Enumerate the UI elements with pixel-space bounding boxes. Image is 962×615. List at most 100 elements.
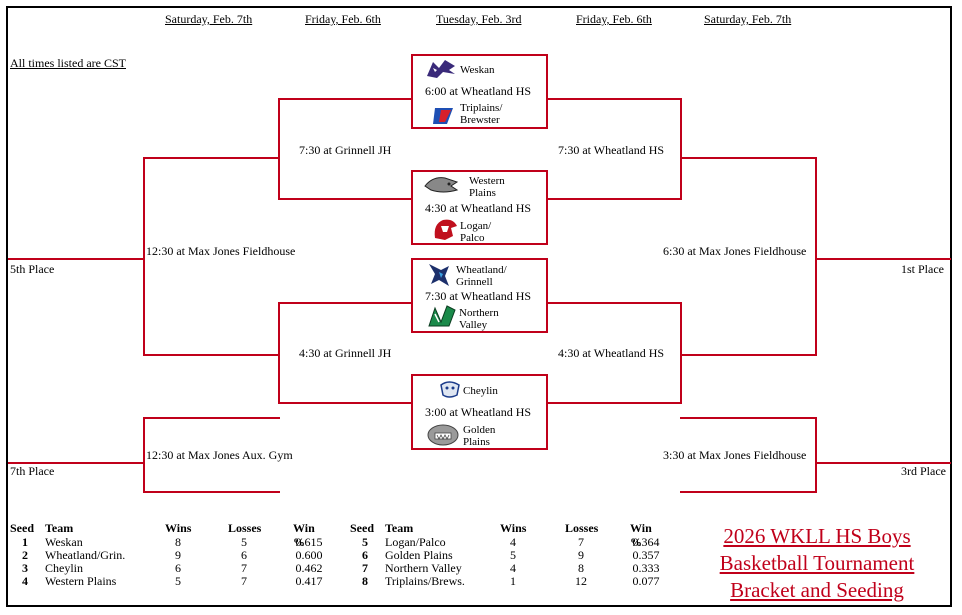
team-northern-line2: Valley [459, 319, 488, 331]
game-time-1: 6:00 at Wheatland HS [425, 84, 532, 98]
line [680, 491, 817, 493]
line [278, 302, 280, 404]
line [546, 302, 682, 304]
seed-row-pct: 0.357 [632, 548, 660, 562]
bobcat-logo-icon [424, 177, 459, 193]
seed-row-wins: 5 [510, 548, 516, 562]
line [680, 417, 817, 419]
semi-left-top-label: 7:30 at Grinnell JH [299, 143, 392, 157]
wins-header: Wins [165, 521, 192, 535]
eagle-logo-icon [429, 264, 449, 286]
line [278, 198, 412, 200]
seed-row-wins: 9 [175, 548, 181, 562]
game-box-1: Weskan 6:00 at Wheatland HS Triplains/ B… [411, 54, 548, 129]
seed-row-seed: 8 [362, 574, 368, 588]
seed-row-team: Logan/Palco [385, 535, 446, 549]
game-time-4: 3:00 at Wheatland HS [425, 405, 532, 419]
line [143, 354, 280, 356]
line [815, 462, 951, 464]
line [680, 354, 817, 356]
first-place-label: 1st Place [901, 262, 944, 276]
tournament-title: 2026 WKLL HS Boys Basketball Tournament … [697, 523, 937, 604]
seed-row-seed: 6 [362, 548, 368, 562]
seventh-place-game-label: 12:30 at Max Jones Aux. Gym [146, 448, 293, 462]
northern-valley-logo-icon [428, 305, 456, 327]
seed-row-pct: 0.077 [632, 574, 660, 588]
seed-row-team: Western Plains [45, 574, 117, 588]
seed-row-team: Northern Valley [385, 561, 462, 575]
seed-row-seed: 7 [362, 561, 368, 575]
winpct-header: Win % [630, 521, 652, 549]
losses-header: Losses [228, 521, 262, 535]
seed-row-team: Cheylin [45, 561, 83, 575]
header-tuesday: Tuesday, Feb. 3rd [436, 12, 522, 26]
seed-header: Seed [350, 521, 374, 535]
team-weskan: Weskan [460, 64, 495, 76]
seed-row-wins: 8 [175, 535, 181, 549]
line [815, 258, 951, 260]
seed-row-seed: 3 [22, 561, 28, 575]
seed-row-losses: 12 [575, 574, 587, 588]
seed-row-wins: 1 [510, 574, 516, 588]
cheylin-logo-icon [440, 381, 460, 398]
team-logan-line2: Palco [460, 232, 485, 244]
team-cheylin: Cheylin [463, 385, 498, 397]
seed-row-losses: 6 [241, 548, 247, 562]
seed-row-seed: 5 [362, 535, 368, 549]
header-friday-left: Friday, Feb. 6th [305, 12, 381, 26]
fifth-place-label: 5th Place [10, 262, 55, 276]
team-triplains-line2: Brewster [460, 114, 500, 126]
seed-row-seed: 4 [22, 574, 28, 588]
seed-row-seed: 1 [22, 535, 28, 549]
line [680, 302, 682, 404]
line [680, 157, 817, 159]
fifth-place-game-label: 12:30 at Max Jones Fieldhouse [146, 244, 296, 258]
team-western-line2: Plains [469, 187, 496, 199]
trojan-logo-icon [434, 219, 457, 240]
team-header: Team [385, 521, 414, 535]
semi-left-bottom-label: 4:30 at Grinnell JH [299, 346, 392, 360]
seed-row-wins: 4 [510, 535, 516, 549]
line [143, 157, 145, 356]
winpct-header: Win % [293, 521, 315, 549]
line [546, 198, 682, 200]
line [143, 417, 145, 493]
team-wheatland-line1: Wheatland/ [456, 264, 507, 276]
seed-row-team: Weskan [45, 535, 83, 549]
seed-row-pct: 0.462 [295, 561, 323, 575]
seed-row-wins: 4 [510, 561, 516, 575]
semi-right-bottom-label: 4:30 at Wheatland HS [558, 346, 665, 360]
game-box-4: Cheylin 3:00 at Wheatland HS Golden Plai… [411, 374, 548, 450]
seed-row-team: Wheatland/Grin. [45, 548, 126, 562]
line [680, 98, 682, 200]
game-time-3: 7:30 at Wheatland HS [425, 289, 532, 303]
team-golden-line1: Golden [463, 424, 496, 436]
bulldog-logo-icon [427, 424, 459, 446]
seed-row-pct: 0.417 [295, 574, 323, 588]
line [143, 417, 280, 419]
timezone-note: All times listed are CST [10, 56, 126, 70]
line [8, 258, 145, 260]
line [143, 157, 280, 159]
team-header: Team [45, 521, 74, 535]
seed-row-losses: 9 [578, 548, 584, 562]
title-line-2: Basketball Tournament [719, 551, 915, 575]
triplains-logo-icon [433, 108, 453, 124]
wolf-logo-icon [427, 60, 455, 78]
seed-row-pct: 0.600 [295, 548, 323, 562]
seed-row-losses: 5 [241, 535, 247, 549]
team-logan-line1: Logan/ [460, 220, 492, 232]
header-friday-right: Friday, Feb. 6th [576, 12, 652, 26]
line [815, 157, 817, 356]
title-line-1: 2026 WKLL HS Boys [723, 524, 911, 548]
seed-row-pct: 0.333 [632, 561, 660, 575]
line [143, 491, 280, 493]
first-place-game-label: 6:30 at Max Jones Fieldhouse [663, 244, 807, 258]
seed-row-losses: 8 [578, 561, 584, 575]
wins-header: Wins [500, 521, 527, 535]
line [815, 417, 817, 493]
team-western-line1: Western [469, 175, 505, 187]
seed-header: Seed [10, 521, 34, 535]
page-frame [6, 6, 952, 607]
team-wheatland-line2: Grinnell [456, 276, 493, 288]
